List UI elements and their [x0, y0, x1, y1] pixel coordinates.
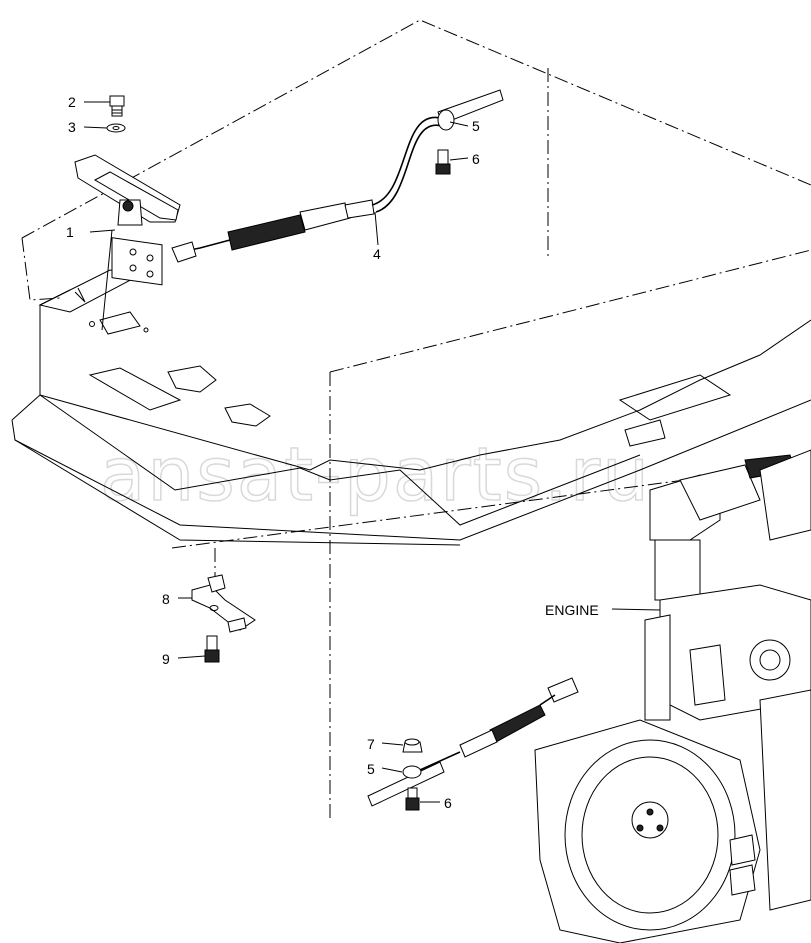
accelerator-cable-lower — [367, 677, 579, 807]
engine — [534, 449, 811, 943]
bolt-part-6-top — [435, 149, 451, 175]
floor-panel-outline — [21, 19, 811, 818]
callout-6-bottom: 6 — [444, 795, 452, 811]
leader-lines — [83, 101, 661, 803]
accelerator-cable-upper — [171, 89, 504, 263]
bolt-part-6-bottom — [405, 787, 420, 811]
watermark: ansat-parts.ru — [100, 432, 651, 518]
bolt-part-2 — [109, 95, 125, 117]
callout-9: 9 — [162, 651, 170, 667]
callout-4: 4 — [373, 246, 381, 262]
callout-7: 7 — [367, 736, 375, 752]
callout-3: 3 — [68, 119, 76, 135]
callout-5-top: 5 — [472, 118, 480, 134]
engine-label: ENGINE — [545, 602, 599, 618]
callout-2: 2 — [68, 94, 76, 110]
callout-5-bottom: 5 — [367, 761, 375, 777]
bracket-part-8 — [191, 574, 256, 633]
washer-part-3 — [106, 123, 126, 133]
nut-part-7 — [402, 738, 423, 753]
callout-1: 1 — [66, 224, 74, 240]
callout-6-top: 6 — [472, 151, 480, 167]
accelerator-pedal-assembly — [74, 154, 181, 331]
callout-8: 8 — [162, 591, 170, 607]
bolt-part-9 — [204, 635, 220, 663]
